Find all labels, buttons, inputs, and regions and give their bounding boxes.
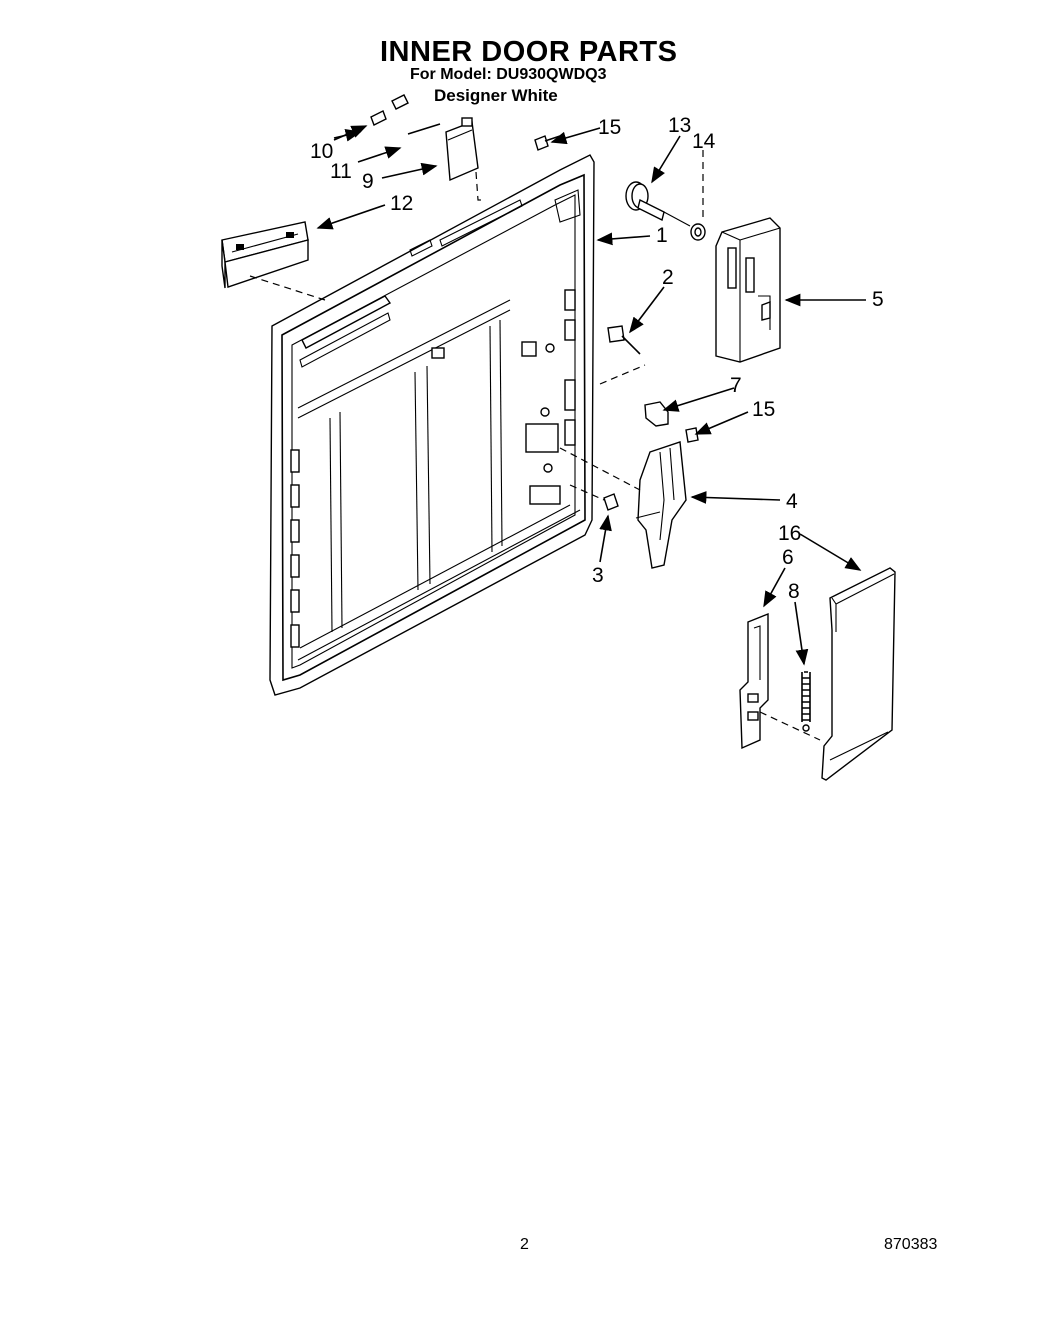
page-title: INNER DOOR PARTS <box>380 36 678 68</box>
detergent-cover <box>445 117 479 182</box>
bumper <box>603 493 619 511</box>
screw-lower <box>685 427 699 443</box>
spring-cap <box>370 94 409 126</box>
document-number: 870383 <box>884 1236 938 1253</box>
model-variant: Designer White <box>434 86 558 105</box>
page-number: 2 <box>520 1236 529 1253</box>
callout-3: 3 <box>592 564 604 587</box>
callout-2: 2 <box>662 266 674 289</box>
model-number: For Model: DU930QWDQ3 <box>410 66 607 83</box>
callout-9: 9 <box>362 170 374 193</box>
latch-assembly <box>635 441 687 569</box>
inner-door-panel <box>269 154 595 696</box>
washer <box>690 223 706 241</box>
callout-10: 10 <box>310 140 333 163</box>
callout-13: 13 <box>668 114 691 137</box>
callout-6: 6 <box>782 546 794 569</box>
callout-11: 11 <box>330 160 352 183</box>
side-cover <box>821 567 896 781</box>
callout-12: 12 <box>390 192 413 215</box>
door-spring <box>801 671 811 732</box>
callout-16: 16 <box>778 522 801 545</box>
callout-4: 4 <box>786 490 798 513</box>
callout-15-top: 15 <box>598 116 621 139</box>
knob-assembly <box>625 181 691 227</box>
callout-1: 1 <box>656 224 668 247</box>
screw-top <box>534 135 561 151</box>
retainer-clip <box>644 401 669 427</box>
hinge-lever <box>739 612 769 750</box>
latch-pin <box>607 325 641 355</box>
callout-7: 7 <box>730 374 742 397</box>
handle-bracket <box>221 221 309 289</box>
cover-pin <box>407 123 441 135</box>
dispenser-module <box>715 217 781 363</box>
leader-lines <box>316 125 866 666</box>
callout-14: 14 <box>692 130 716 153</box>
callout-8: 8 <box>788 580 800 603</box>
callout-15-lower: 15 <box>752 398 775 421</box>
callout-5: 5 <box>872 288 884 311</box>
